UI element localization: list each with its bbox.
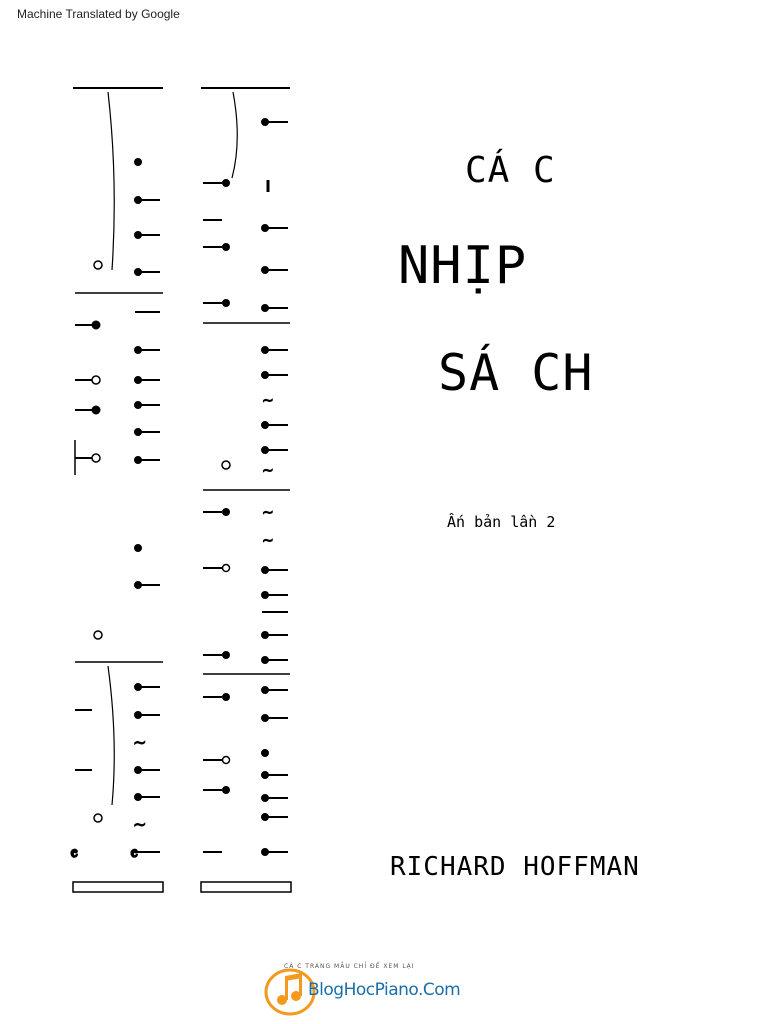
author-name: RICHARD HOFFMAN (390, 852, 640, 882)
title-line-1: CÁ C (465, 150, 556, 191)
svg-text:~: ~ (262, 393, 274, 409)
rotated-rhythm-notation-image: ~ ~ 𝄴 𝄴 (70, 87, 292, 893)
bloghocpiano-logo-icon (264, 968, 316, 1016)
logo-name[interactable]: BlogHocPiano.Com (308, 980, 461, 1000)
title-line-2: NHỊP (398, 236, 528, 296)
title-line-3: SÁ CH (438, 344, 594, 402)
svg-text:~: ~ (262, 463, 274, 479)
svg-text:~: ~ (262, 533, 274, 549)
edition-label: Ấn bản lần 2 (447, 513, 556, 531)
machine-translation-banner: Machine Translated by Google (17, 7, 180, 21)
logo-tagline: CÁ C TRANG MẪU CHỈ ĐỂ XEM LẠI (284, 963, 415, 970)
svg-text:𝄴: 𝄴 (130, 844, 138, 865)
svg-text:~: ~ (133, 815, 146, 834)
svg-text:~: ~ (133, 733, 146, 752)
svg-text:𝄴: 𝄴 (70, 844, 78, 865)
svg-text:~: ~ (262, 505, 274, 521)
